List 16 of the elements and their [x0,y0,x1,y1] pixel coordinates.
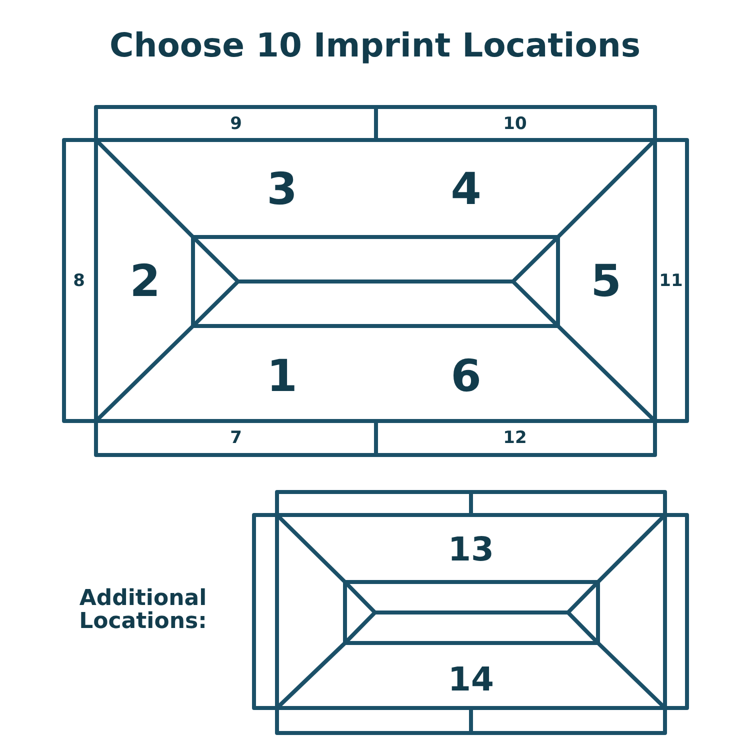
location-number: 14 [448,662,494,698]
location-number: 1 [266,354,298,400]
section-label: Additional Locations: [78,586,208,634]
title: Choose 10 Imprint Locations [109,28,641,64]
location-number: 5 [590,258,622,306]
location-number: 9 [230,116,242,134]
location-number: 3 [266,166,298,214]
location-number: 13 [448,532,494,568]
location-number: 6 [450,354,482,400]
location-number: 11 [659,273,683,291]
location-number: 8 [73,273,85,291]
location-number: 7 [230,430,242,448]
location-number: 2 [130,258,160,306]
location-number: 10 [503,116,527,134]
location-number: 12 [503,430,527,448]
location-number: 4 [450,166,482,214]
